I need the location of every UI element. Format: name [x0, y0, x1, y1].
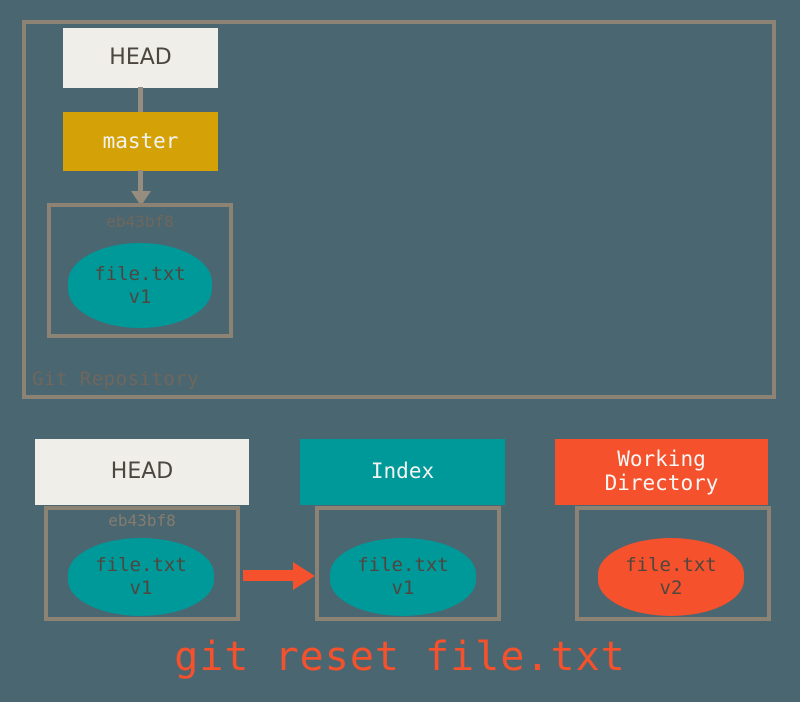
git-repository-label: Git Repository [32, 368, 200, 390]
git-repository-frame [22, 20, 776, 399]
head-area-blob-filename: file.txt [95, 554, 187, 577]
head-area-blob-version: v1 [129, 577, 153, 599]
reset-arrow-shaft [243, 570, 297, 581]
head-area-header: HEAD [35, 439, 249, 505]
command-caption: git reset file.txt [174, 634, 626, 680]
repo-commit-blob-version: v1 [128, 285, 152, 308]
head-area-sha: eb43bf8 [108, 511, 176, 530]
head-area-blob: file.txt v1 [68, 538, 214, 616]
down-arrow-icon [131, 191, 151, 206]
working-directory-blob-version: v2 [659, 577, 683, 599]
repo-head-label: HEAD [109, 45, 172, 71]
index-area-header-label: Index [370, 459, 435, 484]
index-area-blob-filename: file.txt [357, 554, 449, 577]
repo-commit-blob: file.txt v1 [68, 243, 212, 328]
master-to-commit-connector [138, 170, 143, 194]
head-to-master-connector [138, 87, 143, 113]
index-area-frame [315, 506, 501, 621]
working-directory-blob-filename: file.txt [625, 554, 717, 577]
working-directory-header-line2: Directory [604, 471, 719, 495]
working-directory-area-header: Working Directory [555, 439, 768, 505]
repo-commit-frame [47, 203, 233, 338]
repo-commit-blob-filename: file.txt [94, 262, 186, 285]
index-area-blob-version: v1 [391, 577, 415, 599]
head-area-header-label: HEAD [110, 459, 174, 485]
head-area-frame [44, 506, 240, 621]
working-directory-header-line1: Working [617, 447, 706, 472]
index-area-header: Index [300, 439, 505, 505]
right-arrow-icon [293, 562, 315, 590]
repo-master-label: master [102, 128, 179, 153]
index-area-blob: file.txt v1 [330, 538, 476, 616]
repo-master-box: master [63, 112, 218, 171]
working-directory-area-frame [575, 506, 771, 621]
repo-commit-sha: eb43bf8 [106, 212, 174, 231]
repo-head-box: HEAD [63, 28, 218, 88]
working-directory-area-blob: file.txt v2 [598, 538, 744, 616]
